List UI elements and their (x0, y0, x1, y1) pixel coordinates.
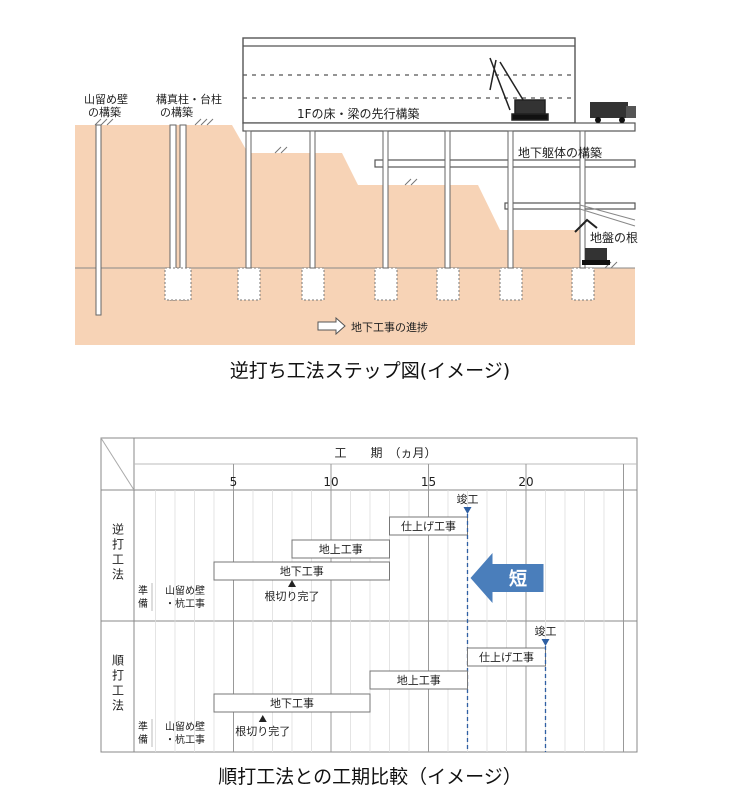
column (444, 130, 451, 269)
label-retaining-wall-2: の構築 (88, 105, 121, 119)
task-label: 仕上げ工事 (401, 520, 456, 533)
gantt-bars (213, 507, 550, 752)
column (245, 130, 252, 269)
section-name-char: 法 (112, 699, 124, 713)
task-label-pile: ・杭工事 (165, 597, 205, 610)
pile-cap (374, 267, 398, 301)
task-label-pile: ・杭工事 (165, 733, 205, 746)
pile-cap (571, 267, 595, 301)
label-columns-2: の構築 (160, 105, 193, 119)
milestone-label-excavation: 根切り完了 (235, 724, 290, 738)
reverse-construction-diagram: 山留め壁 の構築 構真柱・台柱 の構築 1Fの床・梁の先行構築 地下躯体の構築 … (75, 37, 638, 345)
milestone-label-completion: 竣工 (535, 624, 557, 638)
label-retaining-wall-1: 山留め壁 (84, 92, 128, 106)
task-label: 地下工事 (270, 697, 314, 710)
task-bar (291, 539, 390, 559)
ground-anchors (579, 204, 636, 227)
prep-label: 備 (138, 597, 148, 610)
shorten-arrow-icon (470, 553, 544, 603)
pile-cap (237, 267, 261, 301)
task-bar (213, 693, 371, 713)
section-name-char: 工 (112, 684, 124, 698)
task-label: 地上工事 (397, 674, 441, 687)
truck-icon (590, 102, 636, 123)
completion-marker-icon (541, 639, 550, 646)
column (507, 130, 514, 269)
task-label: 地下工事 (280, 565, 324, 578)
prep-label: 備 (138, 733, 148, 746)
figure2-caption: 順打工法との工期比較（イメージ） (218, 766, 522, 788)
building-frame (242, 37, 636, 210)
milestone-label-completion: 竣工 (457, 492, 479, 506)
task-label-pile: 山留め壁 (165, 720, 205, 733)
column (382, 130, 389, 269)
task-bar (369, 670, 468, 690)
ground-hatch-marks (94, 118, 618, 269)
label-progress: 地下工事の進捗 (351, 320, 428, 334)
prep-label: 準 (138, 584, 148, 597)
pile-cap (499, 267, 523, 301)
section-name-char: 打 (112, 669, 124, 683)
retaining-wall (95, 124, 102, 316)
header-diagonal (100, 437, 135, 491)
pile-group (237, 267, 595, 301)
milestone-marker-icon (288, 580, 296, 587)
soil-area (75, 125, 635, 345)
excavator-icon (574, 218, 610, 265)
label-floor-1f: 1Fの床・梁の先行構築 (297, 106, 420, 121)
section-name-char: 法 (112, 568, 124, 582)
task-label: 地上工事 (319, 543, 363, 556)
label-ground-excavation: 地盤の根 (590, 231, 638, 245)
crane-icon (489, 57, 549, 121)
task-bar (213, 561, 390, 581)
axis-tick-label: 20 (518, 475, 533, 489)
shorten-label: 短 (509, 568, 527, 590)
section-name-char: 打 (112, 538, 124, 552)
structural-columns (245, 130, 586, 269)
pile-cap (301, 267, 325, 301)
axis-tick-label: 5 (230, 475, 238, 489)
progress-arrow-icon (317, 316, 346, 336)
milestone-label-excavation: 根切り完了 (265, 589, 320, 603)
section-name-char: 逆 (112, 522, 124, 537)
section-name-char: 工 (112, 553, 124, 567)
task-bar (389, 516, 468, 536)
section-name-char: 順 (112, 654, 124, 668)
task-label: 仕上げ工事 (479, 651, 534, 664)
milestone-marker-icon (258, 715, 267, 722)
label-columns-1: 構真柱・台柱 (156, 92, 222, 106)
axis-tick-label: 15 (421, 475, 436, 489)
prep-label: 準 (138, 720, 148, 733)
axis-tick-label: 10 (323, 475, 338, 489)
completion-marker-icon (463, 507, 472, 514)
pile-cap-first (164, 267, 192, 301)
column (579, 130, 586, 269)
column (309, 130, 316, 269)
task-label-pile: 山留め壁 (165, 584, 205, 597)
figure1-caption: 逆打ち工法ステップ図(イメージ) (229, 360, 511, 382)
gantt-header-title: 工 期 （ヵ月） (334, 446, 436, 460)
pile-cap (436, 267, 460, 301)
label-underground-body: 地下躯体の構築 (518, 145, 602, 160)
